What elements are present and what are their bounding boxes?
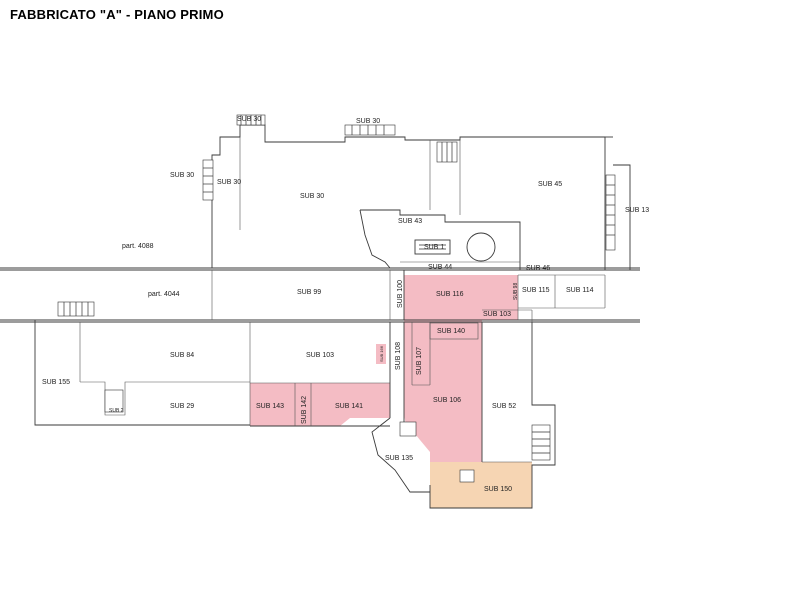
label-sub43: SUB 43 — [398, 218, 422, 225]
label-sub84: SUB 84 — [170, 352, 194, 359]
unit-labels: SUB 30 SUB 30 SUB 30 SUB 30 SUB 30 SUB 4… — [42, 116, 649, 493]
label-sub1: SUB 1 — [424, 244, 444, 251]
highlighted-areas — [250, 275, 532, 508]
area-sub150[interactable] — [430, 462, 532, 508]
area-sub116[interactable] — [404, 275, 518, 320]
label-sub13: SUB 13 — [625, 207, 649, 214]
label-sub155: SUB 155 — [42, 379, 70, 386]
label-part4044: part. 4044 — [148, 291, 180, 298]
label-sub103-right: SUB 103 — [483, 311, 511, 318]
label-sub116: SUB 116 — [436, 291, 464, 298]
label-sub52: SUB 52 — [492, 403, 516, 410]
stairs — [57, 114, 616, 483]
label-sub2: SUB 2 — [109, 408, 124, 414]
label-sub30-inner: SUB 30 — [217, 179, 241, 186]
area-sub142[interactable] — [295, 383, 311, 426]
walls — [0, 124, 640, 509]
label-sub46: SUB 46 — [526, 265, 550, 272]
label-part4088: part. 4088 — [122, 243, 154, 250]
label-sub45: SUB 45 — [538, 181, 562, 188]
label-sub141: SUB 141 — [335, 403, 363, 410]
label-sub166: SUB 166 — [379, 345, 384, 362]
label-sub106: SUB 106 — [433, 397, 461, 404]
label-sub30-left: SUB 30 — [170, 172, 194, 179]
label-sub114: SUB 114 — [566, 287, 594, 294]
label-sub103-mid: SUB 103 — [306, 352, 334, 359]
label-sub29: SUB 29 — [170, 403, 194, 410]
label-sub30-top-left: SUB 30 — [237, 116, 261, 123]
label-sub100: SUB 100 — [397, 280, 404, 308]
label-sub150: SUB 150 — [484, 486, 512, 493]
label-sub30-main: SUB 30 — [300, 193, 324, 200]
label-sub115: SUB 115 — [522, 287, 550, 294]
area-sub166[interactable] — [376, 344, 386, 364]
label-sub108: SUB 108 — [395, 342, 402, 370]
area-sub141[interactable] — [311, 383, 390, 426]
label-sub30-top-right: SUB 30 — [356, 118, 380, 125]
label-sub135: SUB 135 — [385, 455, 413, 462]
area-sub106[interactable] — [404, 320, 482, 485]
page-title: FABBRICATO "A" - PIANO PRIMO — [10, 7, 224, 22]
label-sub98: SUB 98 — [513, 283, 519, 300]
area-sub143[interactable] — [250, 383, 295, 426]
label-sub107: SUB 107 — [416, 347, 423, 375]
label-sub140: SUB 140 — [437, 328, 465, 335]
label-sub99: SUB 99 — [297, 289, 321, 296]
label-sub142: SUB 142 — [301, 396, 308, 424]
label-sub44: SUB 44 — [428, 264, 452, 271]
label-sub143: SUB 143 — [256, 403, 284, 410]
